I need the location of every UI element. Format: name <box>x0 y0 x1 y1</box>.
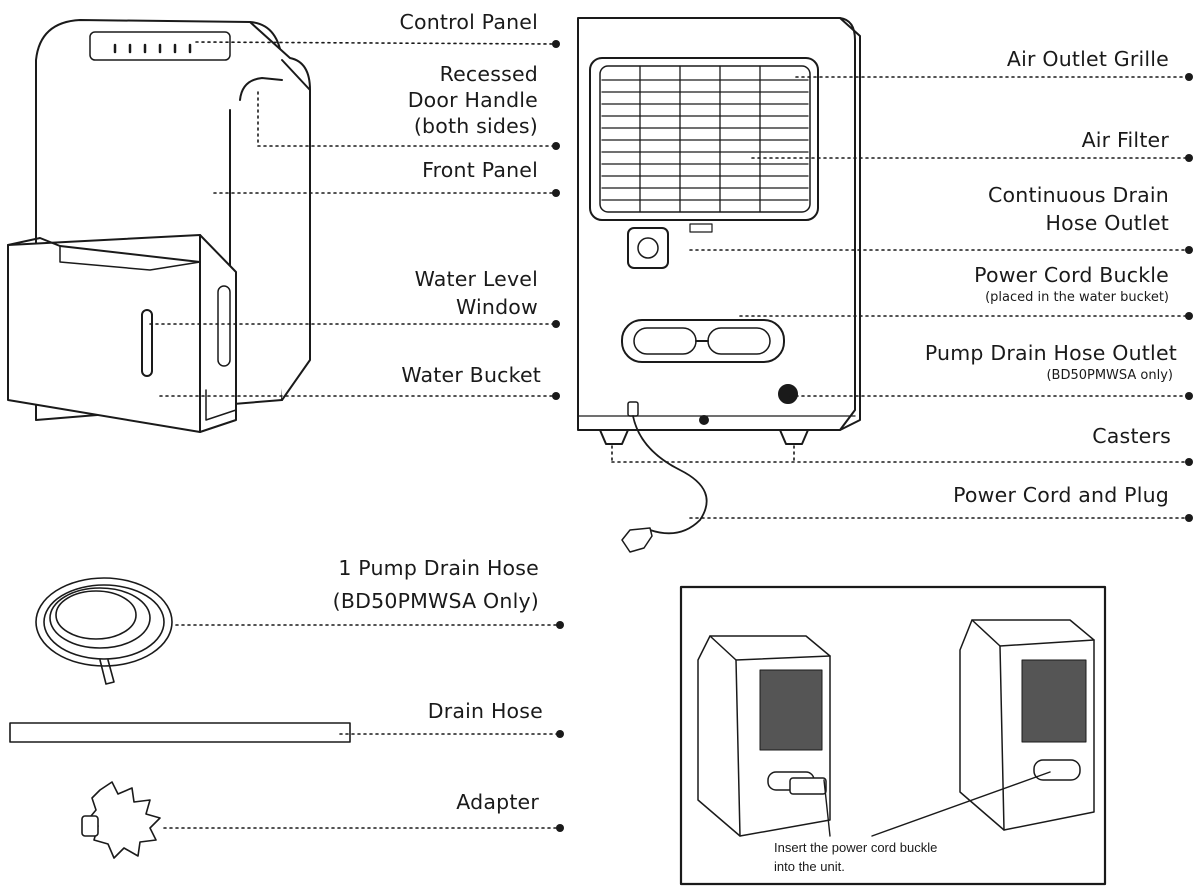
label-power-cord-buckle: Power Cord Buckle <box>974 263 1169 287</box>
label-pump-hose-2: (BD50PMWSA Only) <box>332 589 539 613</box>
inset-caption: Insert the power cord buckle into the un… <box>774 838 937 876</box>
label-continuous-drain-1: Continuous Drain <box>988 183 1169 207</box>
label-water-level-2: Window <box>455 295 538 319</box>
adapter-drawing <box>81 781 161 859</box>
label-casters: Casters <box>1092 424 1171 448</box>
label-door-handle-3: (both sides) <box>413 114 538 138</box>
label-door-handle-1: Recessed <box>439 62 538 86</box>
label-door-handle-2: Door Handle <box>407 88 538 112</box>
inset-caption-line-2: into the unit. <box>774 859 845 874</box>
inset-unit-left <box>697 635 831 837</box>
label-pump-drain-outlet-note: (BD50PMWSA only) <box>1046 368 1173 383</box>
label-water-level-1: Water Level <box>414 267 538 291</box>
label-front-panel: Front Panel <box>422 158 538 182</box>
label-control-panel: Control Panel <box>399 10 538 34</box>
label-pump-drain-outlet: Pump Drain Hose Outlet <box>924 341 1177 365</box>
control-panel-buttons <box>113 43 192 54</box>
label-pump-hose-1: 1 Pump Drain Hose <box>338 556 539 580</box>
label-water-bucket: Water Bucket <box>401 363 541 387</box>
pump-drain-hose-coil <box>35 577 173 685</box>
label-air-filter: Air Filter <box>1081 128 1169 152</box>
label-power-cord-buckle-note: (placed in the water bucket) <box>985 290 1169 305</box>
label-adapter: Adapter <box>456 790 539 814</box>
leader-dots <box>552 40 1193 832</box>
air-outlet-grille-slats <box>601 65 809 213</box>
label-power-cord-plug: Power Cord and Plug <box>953 483 1169 507</box>
label-air-outlet-grille: Air Outlet Grille <box>1006 47 1169 71</box>
drain-hose-drawing <box>9 722 351 743</box>
label-drain-hose: Drain Hose <box>427 699 543 723</box>
rear-view-unit <box>577 17 861 553</box>
front-view-unit <box>7 19 311 433</box>
inset-unit-right <box>959 619 1095 831</box>
inset-caption-line-1: Insert the power cord buckle <box>774 840 938 855</box>
label-continuous-drain-2: Hose Outlet <box>1045 211 1169 235</box>
